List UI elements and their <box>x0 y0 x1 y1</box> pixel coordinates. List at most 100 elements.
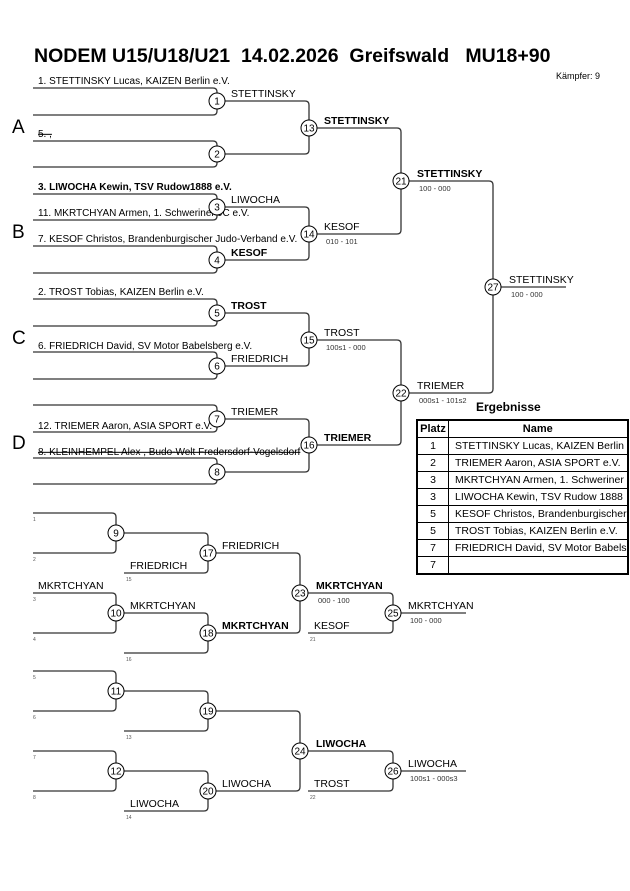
fight-score: 000s1 - 101s2 <box>419 396 467 405</box>
fight-number-circle <box>208 251 226 269</box>
fight-number-circle <box>484 278 502 296</box>
results-header-place: Platz <box>416 419 449 438</box>
fight-number: 12 <box>110 767 122 778</box>
repechage-connector <box>33 592 117 634</box>
fight-number: 27 <box>487 283 499 294</box>
round3-connector <box>317 127 402 235</box>
fight-score: 100s1 - 000s3 <box>410 774 458 783</box>
fight-number: 15 <box>303 336 315 347</box>
results-name: FRIEDRICH David, SV Motor Babels <box>447 539 629 557</box>
fight-number-circle <box>208 92 226 110</box>
entry-ref: 2 <box>33 557 36 563</box>
results-place: 5 <box>416 505 449 523</box>
results-place: 3 <box>416 488 449 506</box>
final-connector <box>409 180 494 394</box>
entry-label: 1. STETTINSKY Lucas, KAIZEN Berlin e.V. <box>38 76 230 87</box>
fight-number: 4 <box>214 256 220 267</box>
entry-label: 8. KLEINHEMPEL Alex , Budo-Welt Fredersd… <box>38 447 301 458</box>
results-place: 7 <box>416 556 449 575</box>
fight-number: 20 <box>202 787 214 798</box>
fight-winner: STETTINSKY <box>417 168 482 180</box>
entry-ref: 15 <box>126 577 132 583</box>
fight-winner: FRIEDRICH <box>222 540 279 552</box>
results-name: TROST Tobias, KAIZEN Berlin e.V. <box>447 522 629 540</box>
fight-winner: KESOF <box>324 221 360 233</box>
fight-number: 7 <box>214 415 220 426</box>
fight-number: 18 <box>202 629 214 640</box>
fight-number: 24 <box>294 747 306 758</box>
fight-number: 11 <box>111 687 122 698</box>
fight-number: 19 <box>202 707 214 718</box>
fight-number-circle <box>208 304 226 322</box>
fight-number-circle <box>291 584 309 602</box>
entry-ref: 6 <box>33 715 36 721</box>
entry-label: 2. TROST Tobias, KAIZEN Berlin e.V. <box>38 287 204 298</box>
entry-ref: 1 <box>33 517 36 523</box>
fight-number: 17 <box>202 549 214 560</box>
fight-number: 14 <box>303 230 315 241</box>
fight-number-circle <box>300 119 318 137</box>
fight-winner: TRIEMER <box>417 380 465 392</box>
fight-number-circle <box>199 782 217 800</box>
fight-score: 100 - 000 <box>511 290 543 299</box>
results-place: 5 <box>416 522 449 540</box>
page-title: NODEM U15/U18/U21 14.02.2026 Greifswald … <box>34 45 551 67</box>
entry-ref: 7 <box>33 755 36 761</box>
fight-number: 2 <box>214 150 220 161</box>
fight-winner: TROST <box>231 300 267 312</box>
fight-number-circle <box>384 762 402 780</box>
round1-connector <box>33 140 218 168</box>
fight-number-circle <box>392 172 410 190</box>
results-header-row: Platz Name <box>416 419 629 438</box>
fight-number-circle <box>208 410 226 428</box>
round1-connector <box>33 87 218 116</box>
entry-label: 7. KESOF Christos, Brandenburgischer Jud… <box>38 234 297 245</box>
entry-ref: 3 <box>33 597 36 603</box>
entry-ref: 21 <box>310 637 316 643</box>
fight-number: 16 <box>303 441 315 452</box>
fight-number-circle <box>107 762 125 780</box>
fight-winner: KESOF <box>231 247 268 259</box>
fight-number-circle <box>199 624 217 642</box>
entry-ref: 5 <box>33 675 36 681</box>
fight-number: 22 <box>395 389 407 400</box>
fight-number-circle <box>107 604 125 622</box>
fight-number-circle <box>300 225 318 243</box>
fight-number-circle <box>208 145 226 163</box>
entry-name: MKRTCHYAN <box>38 580 104 592</box>
fight-winner: MKRTCHYAN <box>316 580 383 592</box>
repechage-connector <box>33 750 117 792</box>
fight-winner: LIWOCHA <box>222 778 271 790</box>
pool-letter-c: C <box>12 328 26 349</box>
results-title: Ergebnisse <box>476 400 541 414</box>
fight-number-circle <box>291 742 309 760</box>
pool-letter-d: D <box>12 433 26 454</box>
entry-ref: 22 <box>310 795 316 801</box>
results-name: LIWOCHA Kewin, TSV Rudow 1888 <box>447 488 629 506</box>
fight-number: 10 <box>110 609 122 620</box>
fight-winner: STETTINSKY <box>324 115 389 127</box>
fight-number-circle <box>208 463 226 481</box>
fight-number-circle <box>300 331 318 349</box>
fight-number: 13 <box>303 124 315 135</box>
round2-connector <box>225 100 310 155</box>
entry-ref: 16 <box>126 657 132 663</box>
repechage-connector <box>33 512 117 554</box>
fight-number: 23 <box>294 589 306 600</box>
results-name: KESOF Christos, Brandenburgischer <box>447 505 629 523</box>
round1-connector <box>33 457 218 485</box>
fight-score: 100s1 - 000 <box>326 343 366 352</box>
fight-number-circle <box>300 436 318 454</box>
fight-number: 25 <box>387 609 399 620</box>
entry-name: LIWOCHA <box>130 798 179 810</box>
fight-winner: LIWOCHA <box>316 738 367 750</box>
fight-score: 000 - 100 <box>318 596 350 605</box>
fight-winner: MKRTCHYAN <box>222 620 289 632</box>
round3-connector <box>317 339 402 446</box>
fight-number-circle <box>208 198 226 216</box>
repechage-connector <box>124 612 209 654</box>
round1-connector <box>33 245 218 274</box>
